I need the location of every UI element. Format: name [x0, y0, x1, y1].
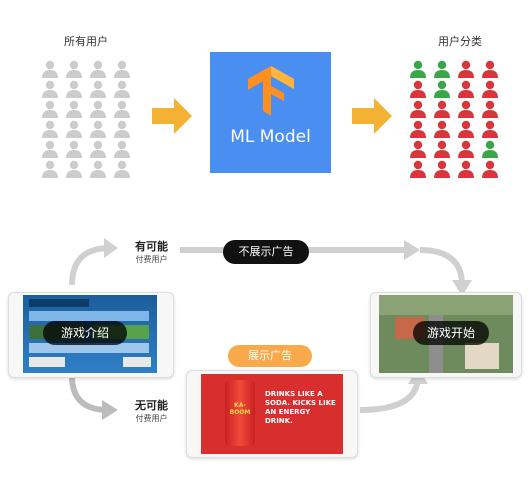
person-icon: [458, 60, 474, 78]
classified-users-grid: [408, 60, 508, 180]
person-icon: [42, 140, 58, 158]
person-icon: [42, 60, 58, 78]
unlikely-payer-title: 无可能: [135, 399, 168, 412]
person-icon: [434, 160, 450, 178]
ml-model-box: ML Model: [210, 52, 331, 173]
game-start-phone: 游戏开始: [370, 292, 522, 378]
ml-model-label: ML Model: [230, 127, 311, 147]
person-icon: [66, 80, 82, 98]
person-icon: [434, 140, 450, 158]
person-icon: [114, 80, 130, 98]
person-icon: [66, 140, 82, 158]
person-icon: [114, 100, 130, 118]
soda-can-brand: KA-BOOM: [229, 402, 251, 416]
person-icon: [482, 160, 498, 178]
person-icon: [114, 60, 130, 78]
show-ad-pill: 展示广告: [228, 345, 312, 367]
person-icon: [410, 140, 426, 158]
soda-can-image: KA-BOOM: [225, 380, 255, 446]
person-icon: [90, 160, 106, 178]
person-icon: [458, 100, 474, 118]
person-icon: [114, 160, 130, 178]
person-icon: [434, 80, 450, 98]
person-icon: [410, 120, 426, 138]
person-icon: [458, 160, 474, 178]
classified-users-label: 用户分类: [438, 35, 482, 48]
person-icon: [482, 100, 498, 118]
person-icon: [90, 100, 106, 118]
person-icon: [42, 160, 58, 178]
unlikely-payer-sub: 付费用户: [135, 414, 168, 423]
person-icon: [482, 80, 498, 98]
arrow-right-icon: [152, 98, 192, 134]
person-icon: [90, 140, 106, 158]
ad-copy: DRINKS LIKE A SODA. KICKS LIKE AN ENERGY…: [265, 390, 336, 425]
person-icon: [114, 120, 130, 138]
person-icon: [434, 100, 450, 118]
game-intro-phone: 游戏介绍: [8, 292, 174, 378]
person-icon: [66, 160, 82, 178]
game-intro-tag: 游戏介绍: [43, 321, 127, 345]
person-icon: [66, 100, 82, 118]
game-start-tag: 游戏开始: [413, 321, 489, 345]
person-icon: [66, 60, 82, 78]
person-icon: [458, 80, 474, 98]
likely-payer-title: 有可能: [135, 240, 168, 253]
tensorflow-logo-icon: [248, 66, 294, 116]
person-icon: [458, 140, 474, 158]
person-icon: [90, 60, 106, 78]
person-icon: [482, 120, 498, 138]
person-icon: [114, 140, 130, 158]
ad-screen: KA-BOOM DRINKS LIKE A SODA. KICKS LIKE A…: [201, 374, 343, 454]
person-icon: [42, 120, 58, 138]
person-icon: [42, 80, 58, 98]
person-icon: [434, 120, 450, 138]
person-icon: [482, 140, 498, 158]
unlikely-payer-label: 无可能 付费用户: [135, 397, 168, 424]
person-icon: [410, 60, 426, 78]
person-icon: [458, 120, 474, 138]
no-ad-pill: 不展示广告: [223, 240, 309, 264]
person-icon: [90, 80, 106, 98]
person-icon: [66, 120, 82, 138]
person-icon: [434, 60, 450, 78]
person-icon: [42, 100, 58, 118]
likely-payer-sub: 付费用户: [135, 255, 168, 264]
person-icon: [90, 120, 106, 138]
all-users-grid: [40, 60, 140, 180]
person-icon: [410, 100, 426, 118]
person-icon: [410, 80, 426, 98]
person-icon: [410, 160, 426, 178]
likely-payer-label: 有可能 付费用户: [135, 238, 168, 265]
arrow-right-icon: [352, 98, 392, 134]
ad-phone: KA-BOOM DRINKS LIKE A SODA. KICKS LIKE A…: [186, 370, 358, 458]
person-icon: [482, 60, 498, 78]
all-users-label: 所有用户: [64, 35, 108, 48]
